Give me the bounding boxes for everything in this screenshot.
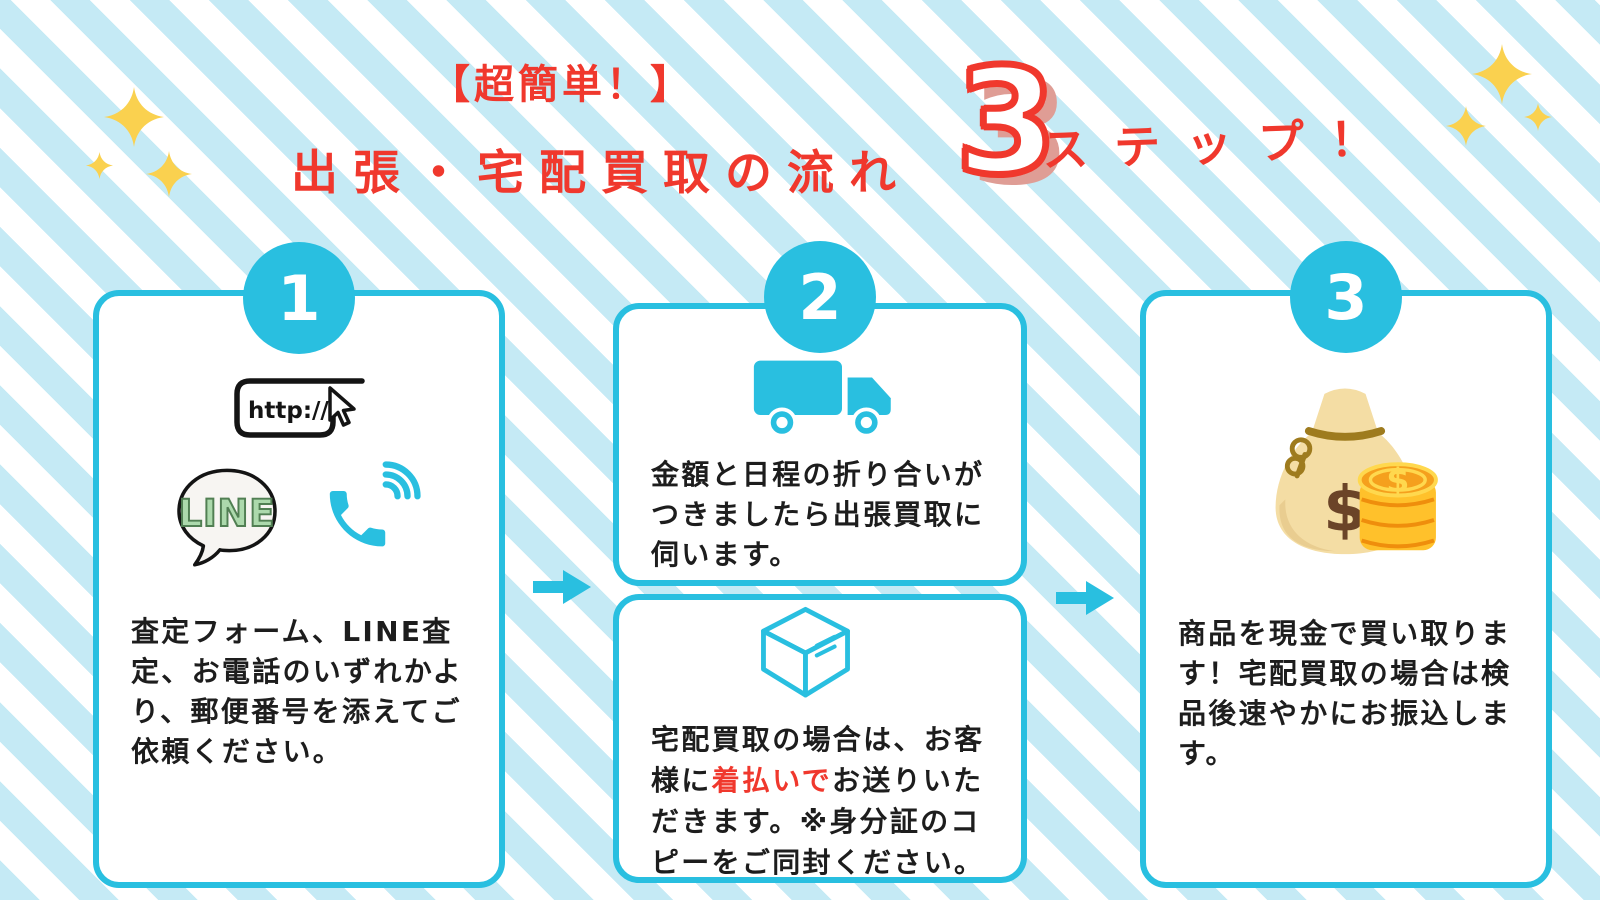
sparkle-icon <box>104 87 164 147</box>
step2-top-text: 金額と日程の折り合いが つきましたら出張買取に 伺います。 <box>651 458 985 571</box>
sparkle-icon <box>1472 44 1532 104</box>
arrow-right-icon <box>1056 581 1114 615</box>
step1-description: 査定フォーム、LINE査 定、お電話のいずれかよ り、郵便番号を添えてご 依頼く… <box>131 615 463 768</box>
line-logo-icon: LINE <box>177 468 277 567</box>
package-box-icon <box>761 606 850 698</box>
step1-card <box>93 290 505 888</box>
big-number-3-main: 3 <box>953 38 1060 207</box>
step2-bottom-text-before: 宅配買取の場合は、お客 様に <box>651 723 985 797</box>
title-suffix: ステップ！ <box>1041 110 1403 178</box>
money-bag-icon: $ $ <box>1275 388 1438 555</box>
step3-number-badge: 3 <box>1290 241 1402 353</box>
step2-number: 2 <box>798 260 842 334</box>
coin-dollar-label: $ <box>1386 461 1409 500</box>
sparkle-icon <box>1524 103 1552 131</box>
cursor-icon <box>328 386 356 427</box>
title-line2: 出張・宅配買取の流れ <box>291 146 911 201</box>
coins-icon: $ <box>1357 461 1438 551</box>
step3-card <box>1140 290 1552 888</box>
big-number-3-shadow: 3 <box>970 49 1071 218</box>
sparkle-icon <box>146 151 192 197</box>
big-number-3: 3 3 <box>953 38 1116 218</box>
step1-number: 1 <box>277 261 321 335</box>
step3-description: 商品を現金で買い取りま す！宅配買取の場合は検 品後速やかにお振込しま す。 <box>1178 617 1512 770</box>
sparkle-icon <box>1446 106 1486 146</box>
sparkle-icon <box>86 152 113 179</box>
step2-bottom-text-after: お送りいた だきます。※身分証のコ ピーをご同封ください。 <box>651 764 985 879</box>
step2-bottom-text: 宅配買取の場合は、お客 様に着払いでお送りいた だきます。※身分証のコ ピーをご… <box>651 719 1011 883</box>
url-bar-icon: http:// <box>234 378 365 438</box>
step1-number-badge: 1 <box>243 242 355 354</box>
step3-number: 3 <box>1324 260 1368 334</box>
url-bar-label: http:// <box>248 398 329 424</box>
line-logo-label: LINE <box>179 492 276 535</box>
title-line1: 【超簡単！】 <box>430 62 694 108</box>
phone-icon <box>329 461 421 547</box>
arrow-right-icon <box>533 570 591 604</box>
truck-icon <box>753 360 891 438</box>
step2-number-badge: 2 <box>764 241 876 353</box>
step2-bottom-text-highlight: 着払いで <box>711 764 832 797</box>
